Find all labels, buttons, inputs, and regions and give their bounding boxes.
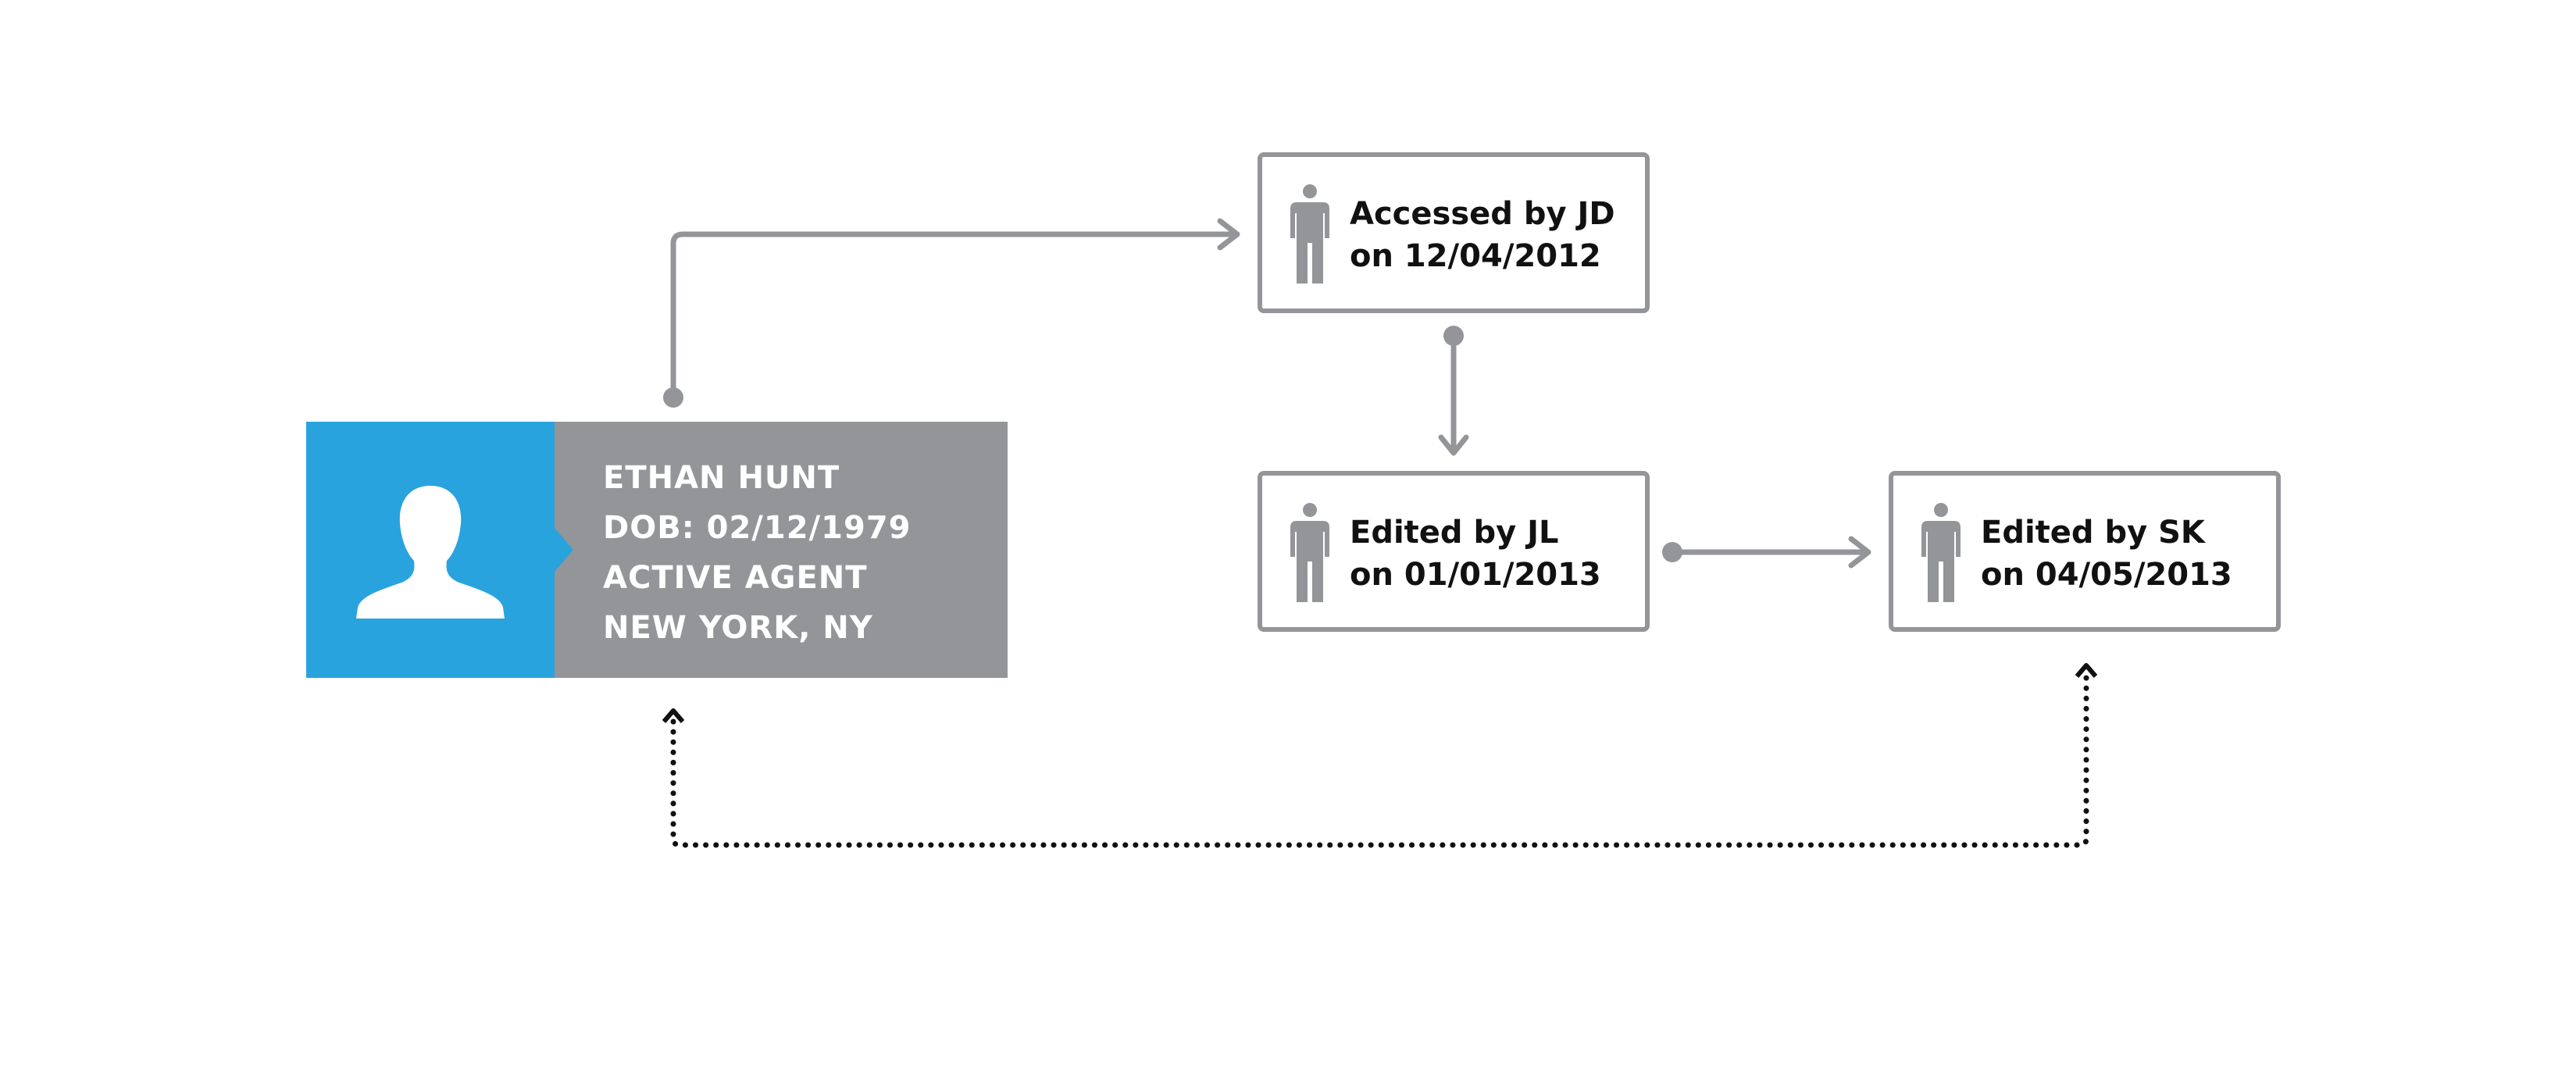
event-action: Edited by JL bbox=[1350, 515, 1559, 551]
event-action: Edited by SK bbox=[1981, 515, 2205, 551]
event-text: Edited by JL on 01/01/2013 bbox=[1350, 512, 1647, 596]
event-text: Edited by SK on 04/05/2013 bbox=[1981, 512, 2278, 596]
profile-location: NEW YORK, NY bbox=[603, 610, 873, 646]
connector-edited-jl-to-edited-sk bbox=[1662, 536, 1871, 569]
event-date: on 12/04/2012 bbox=[1350, 238, 1601, 274]
person-icon bbox=[1921, 503, 1961, 602]
person-icon bbox=[1290, 503, 1329, 602]
event-accessed-by-jd: Accessed by JD on 12/04/2012 bbox=[1258, 152, 1650, 313]
profile-info-panel bbox=[555, 422, 1008, 678]
profile-name: ETHAN HUNT bbox=[603, 460, 840, 496]
event-edited-by-sk: Edited by SK on 04/05/2013 bbox=[1889, 471, 2281, 632]
profile-divider-notch bbox=[555, 528, 573, 572]
event-action: Accessed by JD bbox=[1350, 196, 1615, 232]
profile-dob: DOB: 02/12/1979 bbox=[603, 510, 912, 546]
connector-dotted-profile-to-edited-sk bbox=[662, 663, 2098, 848]
event-date: on 04/05/2013 bbox=[1981, 557, 2232, 593]
event-date: on 01/01/2013 bbox=[1350, 557, 1601, 593]
profile-status: ACTIVE AGENT bbox=[603, 560, 868, 596]
person-icon bbox=[1290, 184, 1329, 283]
connector-profile-to-accessed bbox=[663, 218, 1240, 408]
profile-card: ETHAN HUNT DOB: 02/12/1979 ACTIVE AGENT … bbox=[306, 422, 1008, 678]
profile-details: ETHAN HUNT DOB: 02/12/1979 ACTIVE AGENT … bbox=[603, 453, 994, 653]
event-edited-by-jl: Edited by JL on 01/01/2013 bbox=[1258, 471, 1650, 632]
person-silhouette-icon bbox=[356, 486, 505, 619]
event-text: Accessed by JD on 12/04/2012 bbox=[1350, 193, 1647, 277]
avatar-panel bbox=[306, 422, 555, 678]
connector-accessed-to-edited-jl bbox=[1438, 326, 1469, 456]
